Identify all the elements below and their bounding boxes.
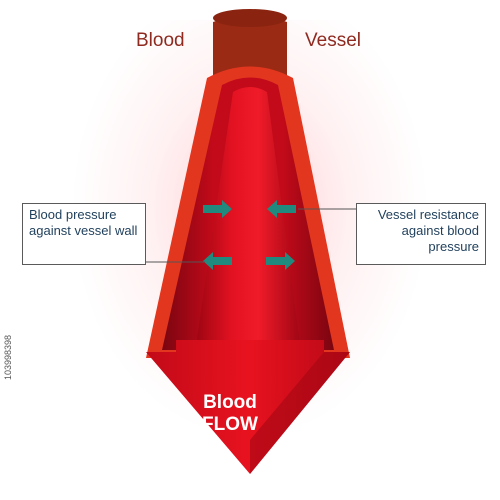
double-arrow-pressure-icon [203,200,232,270]
title-blood: Blood [136,30,185,51]
double-arrow-resistance-icon [266,200,296,270]
resistance-label: Vessel resistance against blood pressure [356,203,486,265]
flow-label-line2: FLOW [202,414,258,435]
blood-flow-arrow [146,340,350,474]
vessel-top-cap-edge [213,9,287,27]
arrow-shade [250,352,350,474]
pressure-label: Blood pressure against vessel wall [22,203,146,265]
flow-label-line1: Blood [203,392,257,413]
blood-column [196,87,300,345]
image-id-text: 103998398 [3,334,13,380]
resistance-label-text: Vessel resistance against blood pressure [377,207,479,254]
title-vessel: Vessel [305,30,361,51]
pressure-label-text: Blood pressure against vessel wall [29,207,138,238]
